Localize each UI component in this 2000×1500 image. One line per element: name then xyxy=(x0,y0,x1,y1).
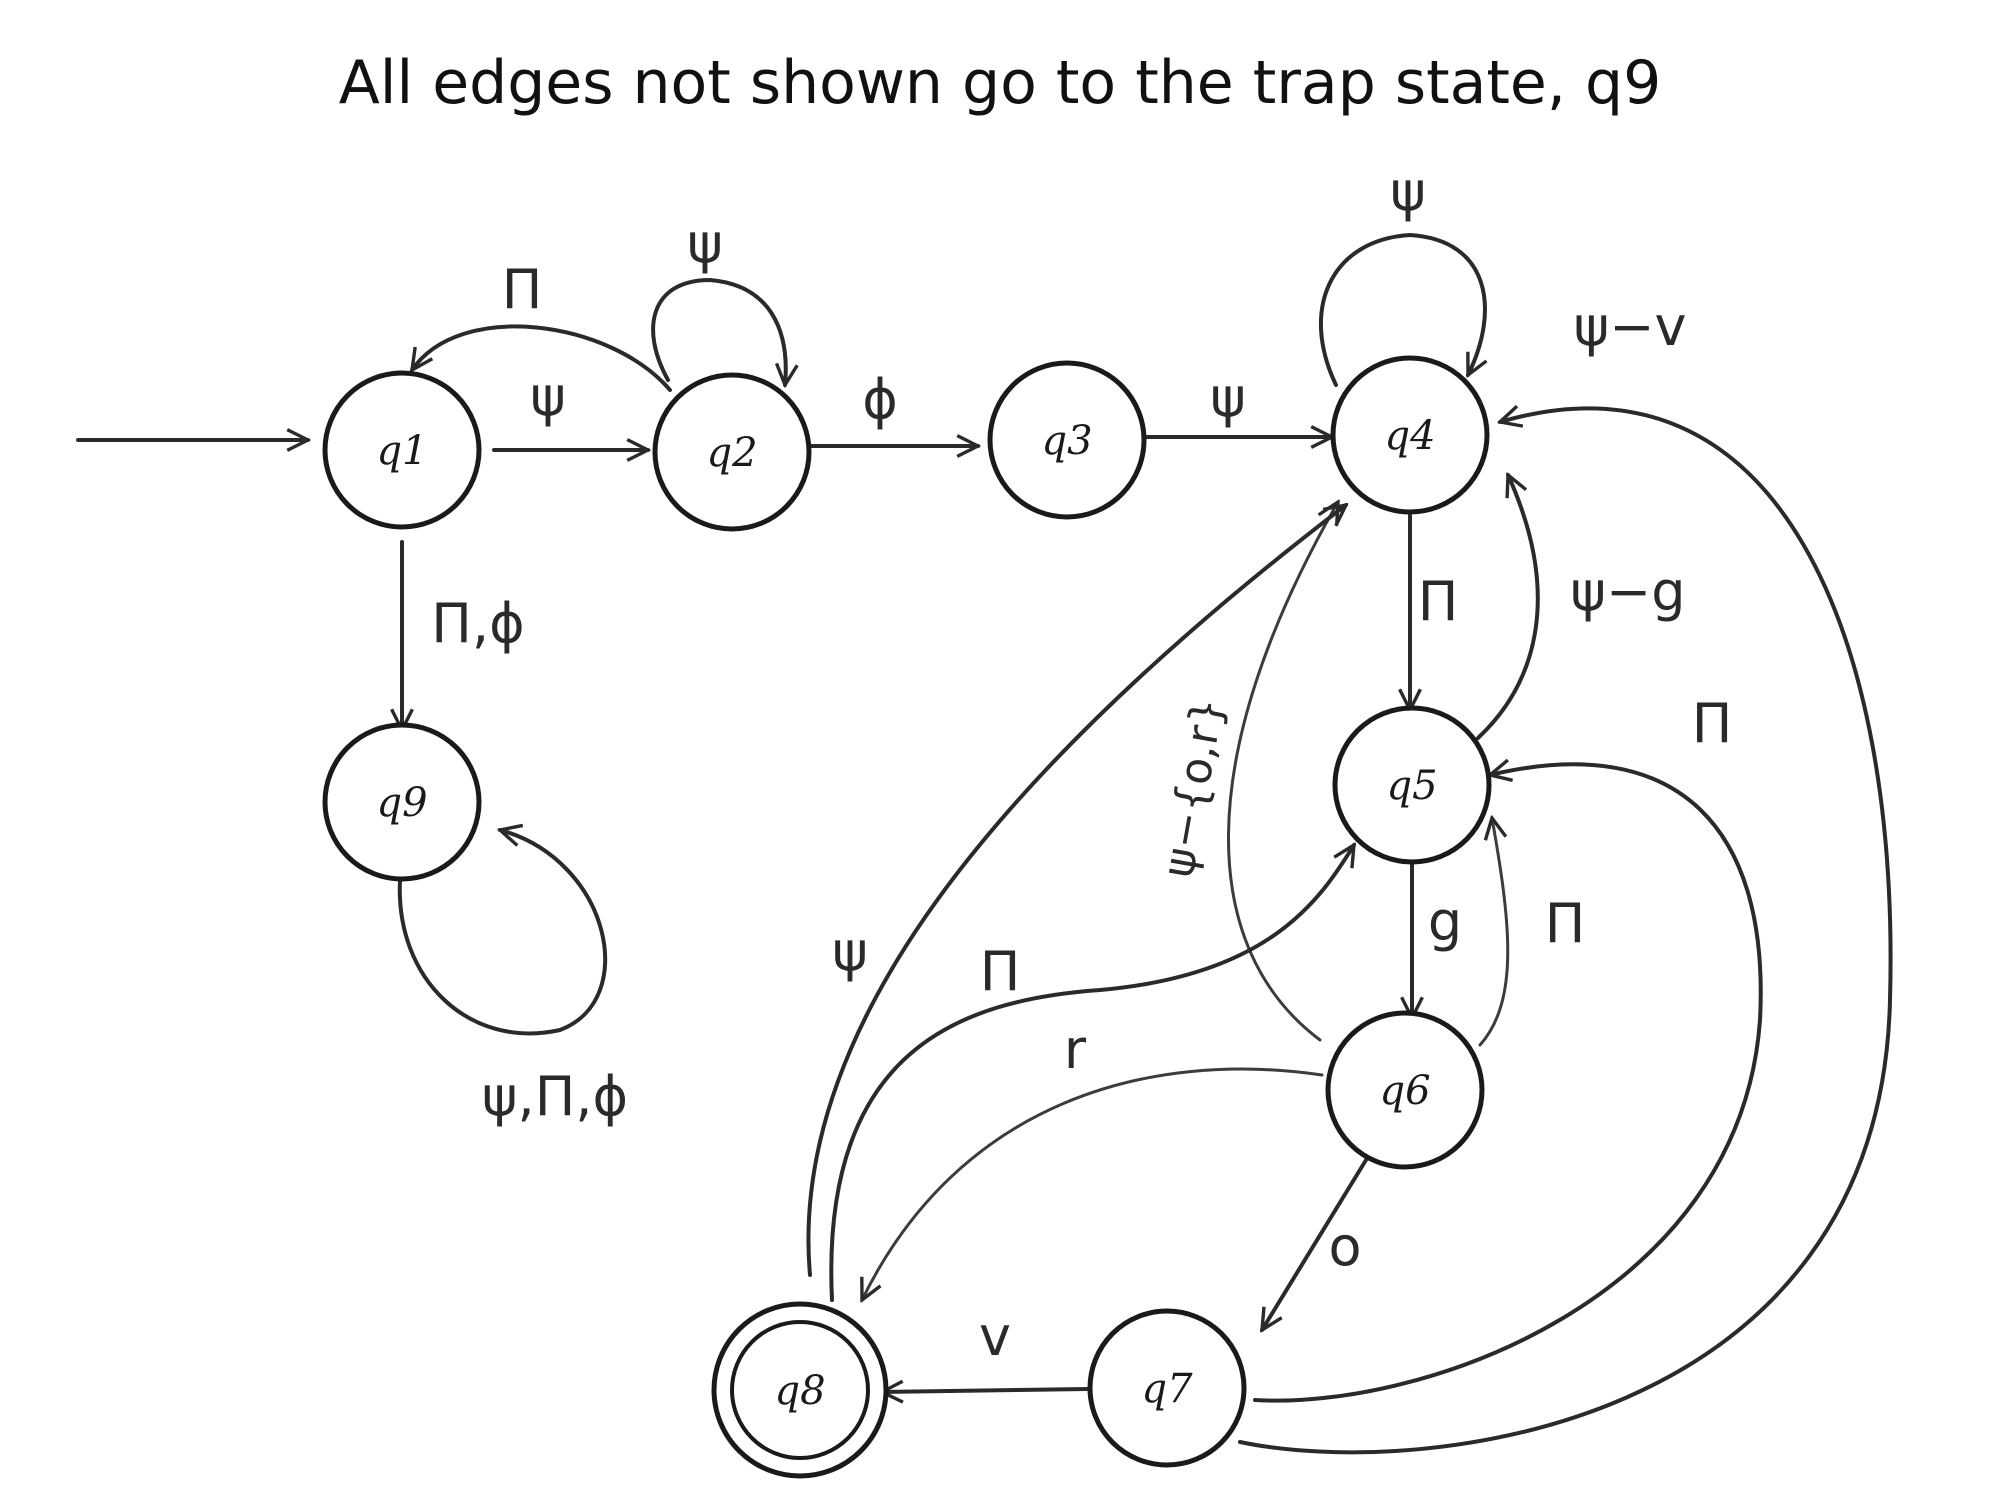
label-q6-q4: ψ−{o,r} xyxy=(1153,694,1235,881)
edge-q9-loop xyxy=(397,830,608,1036)
label-q6-q8: r xyxy=(1064,1018,1087,1081)
label-q7-q5: Π xyxy=(1692,692,1733,755)
label-q5-q6: g xyxy=(1428,890,1462,953)
state-q8: q8 xyxy=(711,1301,889,1479)
edge-q7-q4 xyxy=(1238,408,1893,1455)
label-q4-loop: ψ xyxy=(1390,160,1426,223)
edge-q4-loop xyxy=(1319,232,1485,387)
diagram-title: All edges not shown go to the trap state… xyxy=(338,48,1662,118)
edge-q8-q4 xyxy=(806,505,1346,1277)
edge-q6-q5 xyxy=(1478,818,1510,1047)
label-q6-q5: Π xyxy=(1545,892,1586,955)
state-q9: q9 xyxy=(322,722,482,882)
label-q8-q4: ψ xyxy=(832,920,868,983)
state-q3: q3 xyxy=(987,360,1147,520)
edge-q2-loop xyxy=(651,277,786,385)
edge-q8-q5 xyxy=(829,845,1356,1302)
edge-q5-q4 xyxy=(1476,475,1540,740)
state-q4: q4 xyxy=(1330,355,1490,515)
state-q3-label: q3 xyxy=(1041,418,1092,464)
label-q7-q4: ψ−v xyxy=(1574,295,1687,358)
state-q7-label: q7 xyxy=(1141,1366,1193,1412)
label-q6-q7: o xyxy=(1328,1215,1361,1278)
state-q1: q1 xyxy=(322,370,482,530)
label-q2-loop: ψ xyxy=(687,212,723,275)
label-q8-q5: Π xyxy=(980,940,1021,1003)
edge-q7-q8 xyxy=(882,1389,1090,1392)
state-q6: q6 xyxy=(1325,1010,1485,1170)
state-q6-label: q6 xyxy=(1379,1068,1430,1114)
label-q9-loop: ψ,Π,ϕ xyxy=(482,1065,628,1128)
state-q7: q7 xyxy=(1087,1308,1247,1468)
edge-q7-q5 xyxy=(1253,764,1763,1403)
state-q1-label: q1 xyxy=(376,428,427,474)
label-q1-q9: Π,ϕ xyxy=(431,592,524,655)
label-q7-q8: v xyxy=(979,1305,1011,1368)
edge-q6-q4 xyxy=(1227,502,1338,1042)
edge-q2-q1 xyxy=(412,324,672,392)
label-q1-q2: ψ xyxy=(530,365,566,428)
state-q5: q5 xyxy=(1332,705,1492,865)
state-q8-label: q8 xyxy=(774,1368,825,1414)
state-q2: q2 xyxy=(652,372,812,532)
state-q2-label: q2 xyxy=(706,430,757,476)
label-q5-q4: ψ−g xyxy=(1570,560,1685,623)
edge-q6-q7 xyxy=(1260,1158,1368,1330)
label-q2-q3: ϕ xyxy=(862,368,898,431)
label-q4-q5: Π xyxy=(1418,570,1459,633)
label-q3-q4: ψ xyxy=(1210,366,1246,429)
state-q9-label: q9 xyxy=(376,780,427,826)
state-q5-label: q5 xyxy=(1386,763,1437,809)
state-q4-label: q4 xyxy=(1384,413,1435,459)
edge-q6-q8 xyxy=(862,1067,1324,1300)
label-q2-q1: Π xyxy=(502,258,543,321)
